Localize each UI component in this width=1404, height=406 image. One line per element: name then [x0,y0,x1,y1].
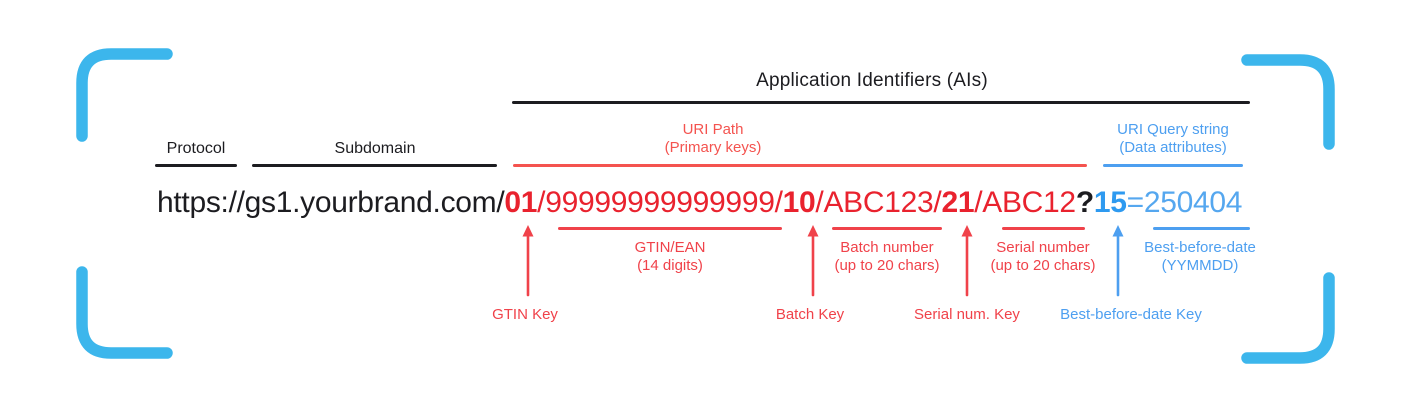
serial-value-rule [1002,227,1085,230]
batch-key-arrow-icon [807,225,819,297]
uri-query-label-sub: (Data attributes) [1119,139,1227,156]
uri-query-label-main: URI Query string [1117,121,1229,138]
batch-value-rule [832,227,942,230]
scan-corner-top-left-icon [76,48,173,142]
uri-query-rule [1103,164,1243,167]
url-serial-value: /ABC12 [974,186,1076,219]
scan-corner-bottom-left-icon [76,266,173,359]
scan-corner-top-right-icon [1241,54,1335,150]
uri-path-label-sub: (Primary keys) [664,139,762,156]
gtin-value-rule [558,227,782,230]
best-before-annotation: Best-before-date (YYMMDD) [1144,239,1256,275]
url-protocol-subdomain: https://gs1.yourbrand.com/ [157,186,505,219]
gtin-annotation-main: GTIN/EAN [634,239,706,256]
batch-key-label: Batch Key [775,306,845,323]
gtin-annotation: GTIN/EAN (14 digits) [635,239,706,275]
subdomain-label: Subdomain [334,140,416,157]
url-ai-batch: 10 [782,186,816,219]
url-ai-serial: 21 [941,186,975,219]
application-identifiers-title: Application Identifiers (AIs) [756,70,988,91]
batch-annotation-main: Batch number [840,239,934,256]
best-before-annotation-sub: (YYMMDD) [1161,257,1239,274]
gtin-key-arrow-icon [522,225,534,297]
scan-corner-bottom-right-icon [1241,272,1335,364]
uri-path-label-main: URI Path [682,121,744,138]
serial-annotation-sub: (up to 20 chars) [990,257,1096,274]
gtin-annotation-sub: (14 digits) [637,257,703,274]
uri-query-label: URI Query string (Data attributes) [1117,121,1229,157]
batch-annotation: Batch number (up to 20 chars) [834,239,939,275]
uri-path-rule [513,164,1087,167]
url-ai-best-before-date: 15 [1093,186,1127,219]
url-ai-gtin: 01 [504,186,538,219]
best-before-annotation-main: Best-before-date [1144,239,1256,256]
gtin-key-label: GTIN Key [492,306,558,323]
url-best-before-date-value: =250404 [1126,186,1243,219]
url-batch-value: /ABC123/ [815,186,942,219]
uri-path-label: URI Path (Primary keys) [665,121,762,157]
serial-annotation: Serial number (up to 20 chars) [990,239,1095,275]
best-before-key-arrow-icon [1112,225,1124,297]
protocol-rule [155,164,237,167]
best-before-value-rule [1153,227,1250,230]
serial-annotation-main: Serial number [996,239,1090,256]
url-query-separator: ? [1075,186,1094,219]
serial-key-label: Serial num. Key [914,306,1020,323]
serial-key-arrow-icon [961,225,973,297]
best-before-key-label: Best-before-date Key [1060,306,1202,323]
batch-annotation-sub: (up to 20 chars) [834,257,940,274]
url-gtin-value: /99999999999999/ [537,186,783,219]
subdomain-rule [252,164,497,167]
digital-link-url: https://gs1.yourbrand.com/01/99999999999… [157,186,1242,220]
protocol-label: Protocol [166,140,226,157]
application-identifiers-rule [512,101,1250,104]
